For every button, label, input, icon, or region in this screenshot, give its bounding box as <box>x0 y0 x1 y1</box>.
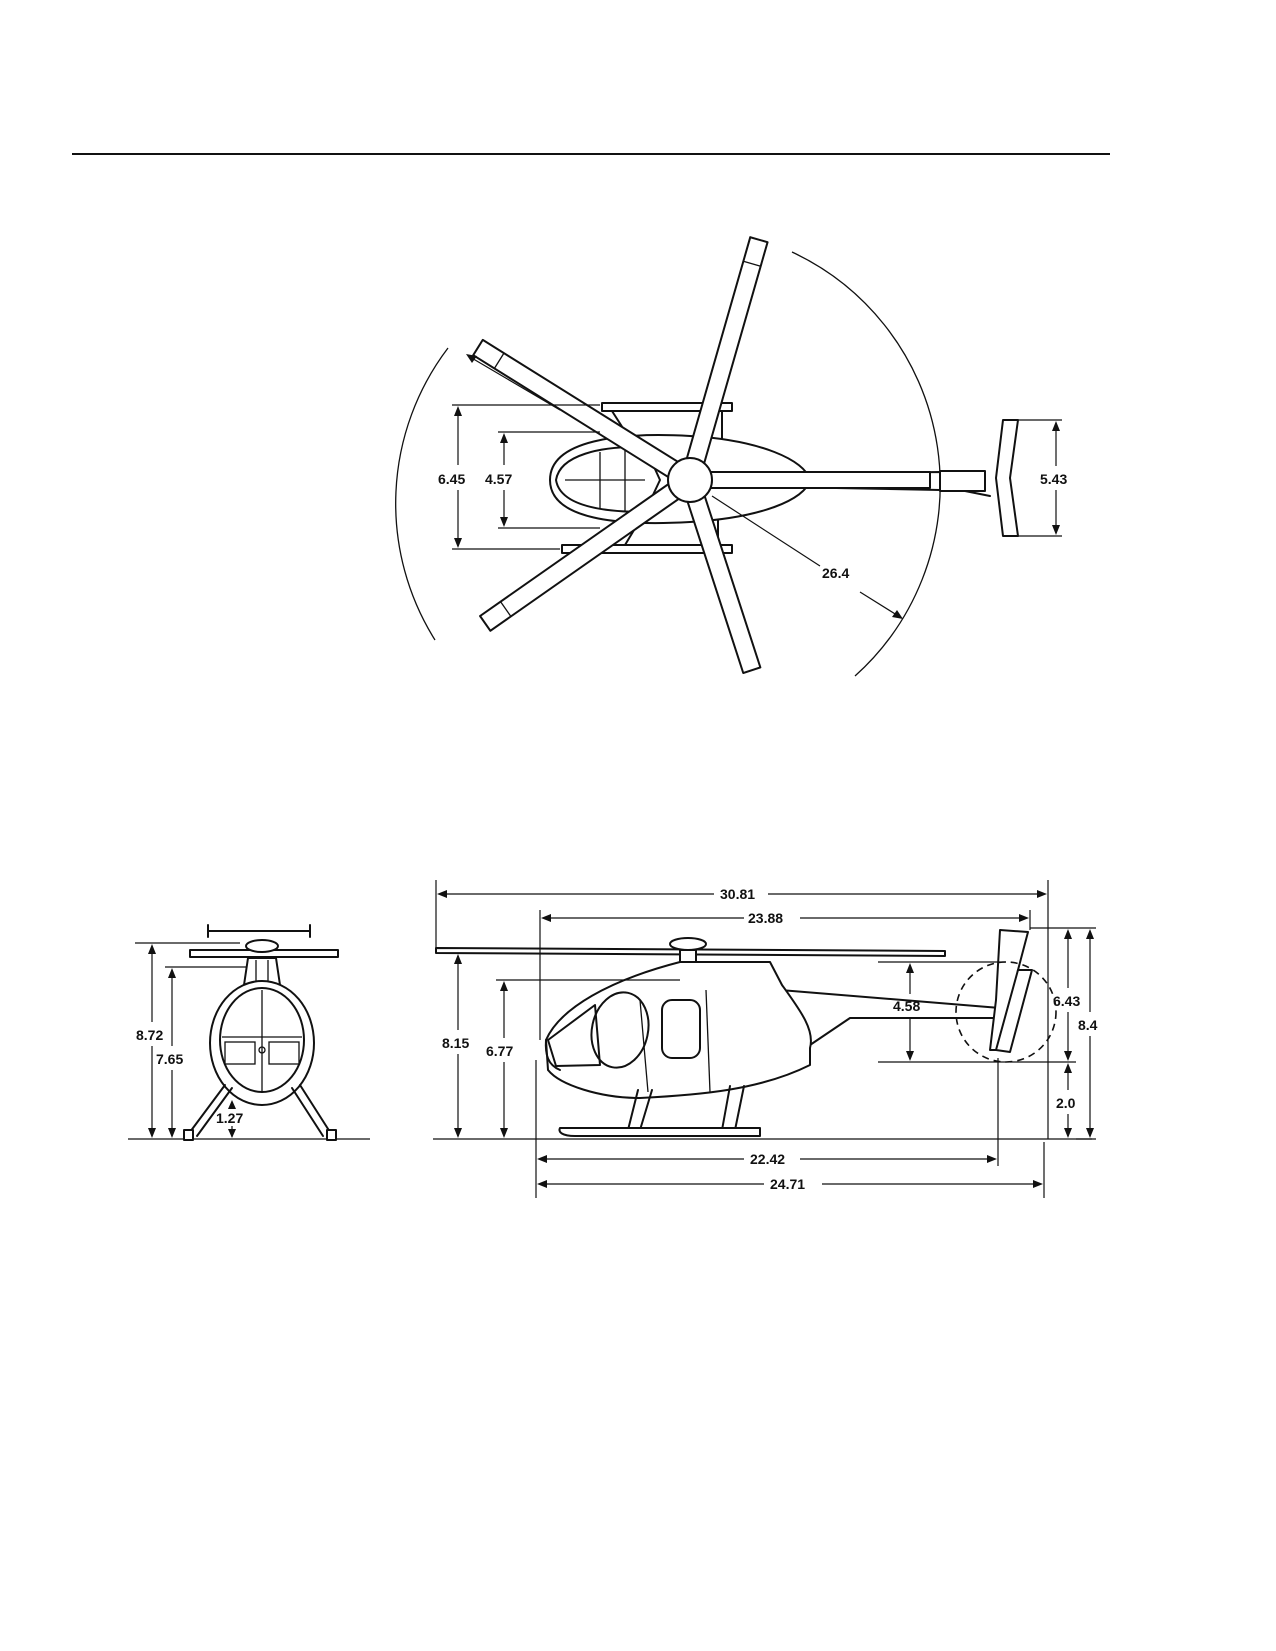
dim-tail-rotor-diameter: 4.58 <box>878 961 1006 1063</box>
label-fuselage-width: 4.57 <box>485 471 512 487</box>
label-stabilizer-span: 5.43 <box>1040 471 1067 487</box>
label-tail-height: 6.43 <box>1053 993 1080 1009</box>
main-rotor-blades <box>472 236 931 674</box>
label-fuselage-length: 24.71 <box>770 1176 805 1192</box>
dim-overall-length: 30.81 <box>435 880 1049 1139</box>
label-tail-rotor-diameter: 4.58 <box>893 998 920 1014</box>
dim-fuselage-width: 4.57 <box>485 431 600 529</box>
dim-skid-width: 6.45 <box>438 404 600 550</box>
dim-front-fuselage-height: 7.65 <box>156 966 246 1138</box>
dim-stabilizer-span: 5.43 <box>1018 419 1067 537</box>
label-rotor-to-tail-length: 23.88 <box>748 910 783 926</box>
label-front-overall-height: 8.72 <box>136 1027 163 1043</box>
label-tail-boom-height: 2.0 <box>1056 1095 1076 1111</box>
side-view: 30.81 23.88 8.15 6.77 <box>433 880 1098 1198</box>
rotor-hub <box>667 457 713 503</box>
label-overall-length: 30.81 <box>720 886 755 902</box>
rotor-disc-arc-left <box>395 347 449 641</box>
label-rotor-diameter: 26.4 <box>822 565 849 581</box>
dim-rotor-height: 8.15 <box>442 954 469 1138</box>
dim-front-overall-height: 8.72 <box>135 942 240 1138</box>
dim-skid-to-tail-length: 22.42 <box>535 1058 999 1198</box>
dim-tail-boom-height: 2.0 <box>1056 1063 1076 1138</box>
top-view: 6.45 4.57 26.4 5.43 <box>395 236 1067 677</box>
stabilizer <box>995 419 1019 537</box>
label-overall-tail-height: 8.4 <box>1078 1017 1098 1033</box>
dim-rotor-diameter: 26.4 <box>466 354 903 619</box>
label-ground-clearance: 1.27 <box>216 1110 243 1126</box>
dim-ground-clearance: 1.27 <box>216 1100 243 1138</box>
dim-overall-tail-height: 8.4 <box>1076 927 1098 1140</box>
dim-tail-height: 6.43 <box>1010 927 1080 1063</box>
label-front-fuselage-height: 7.65 <box>156 1051 183 1067</box>
label-rotor-height: 8.15 <box>442 1035 469 1051</box>
rotor-disc-arc <box>791 251 941 677</box>
dim-fuselage-top-height: 6.77 <box>486 979 680 1138</box>
label-skid-width: 6.45 <box>438 471 465 487</box>
front-view: 8.72 7.65 1.27 <box>128 924 370 1141</box>
dim-fuselage-length: 24.71 <box>537 1142 1045 1198</box>
dim-rotor-to-tail-length: 23.88 <box>539 910 1031 1040</box>
label-fuselage-top-height: 6.77 <box>486 1043 513 1059</box>
label-skid-to-tail-length: 22.42 <box>750 1151 785 1167</box>
